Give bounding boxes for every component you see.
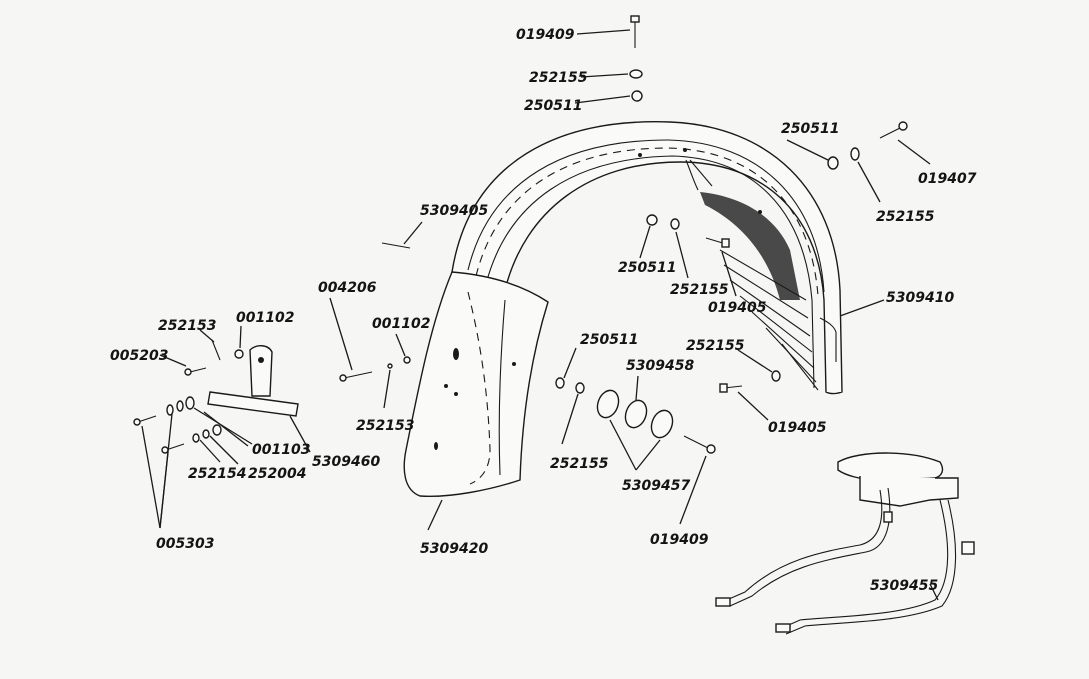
washer-252153-left: [211, 339, 221, 361]
bolt-019405-lower-right: [719, 383, 743, 393]
label-019407-right: 019407: [918, 171, 977, 187]
bolt-019407-right: [879, 121, 908, 139]
label-250511-top: 250511: [524, 98, 582, 114]
leader-lines: [141, 29, 939, 601]
bolt-019405-mid: [705, 237, 730, 248]
label-5309460: 5309460: [312, 454, 380, 470]
rod-5309405: [381, 242, 411, 249]
label-5309457: 5309457: [622, 478, 690, 494]
front-mudguard-part: [403, 271, 549, 498]
label-250511-badge: 250511: [580, 332, 638, 348]
nut-250511-top: [631, 90, 643, 102]
label-252155-lower-right: 252155: [686, 338, 745, 354]
screw-001102-left: [234, 349, 244, 359]
bolt-019409-badge: [683, 435, 716, 454]
stay-5309455: [715, 452, 975, 635]
label-252153-left: 252153: [158, 318, 216, 334]
label-252004: 252004: [248, 466, 306, 482]
bolt-019409-top: [630, 15, 640, 48]
nut-250511-badge: [555, 377, 565, 389]
badge-5309458: [624, 399, 648, 429]
label-5309410: 5309410: [886, 290, 954, 306]
label-004206: 004206: [318, 280, 377, 296]
label-5309458: 5309458: [626, 358, 694, 374]
nut-250511-right: [827, 156, 839, 170]
label-019409-top: 019409: [516, 27, 575, 43]
label-5309455: 5309455: [870, 578, 938, 594]
label-019405-mid: 019405: [708, 300, 767, 316]
small-hardware-cluster: [133, 396, 222, 454]
rear-mudguard-part: [451, 121, 843, 395]
bolt-005203: [184, 367, 207, 376]
label-005203: 005203: [110, 348, 168, 364]
label-019405-lower-right: 019405: [768, 420, 827, 436]
label-005303: 005303: [156, 536, 214, 552]
washer-252153-mid: [387, 363, 393, 369]
label-250511-right: 250511: [781, 121, 839, 137]
label-001103: 001103: [252, 442, 310, 458]
label-019409-badge: 019409: [650, 532, 709, 548]
bracket-5309460: [207, 345, 299, 417]
bolt-004206: [339, 371, 373, 382]
label-252155-top: 252155: [529, 70, 588, 86]
label-250511-mid: 250511: [618, 260, 676, 276]
nut-250511-mid: [646, 214, 658, 226]
washer-252155-right: [850, 147, 860, 161]
washer-252155-badge: [575, 382, 585, 394]
label-252155-mid: 252155: [670, 282, 729, 298]
label-5309405: 5309405: [420, 203, 488, 219]
washer-252155-top: [629, 69, 643, 79]
label-252153-mid: 252153: [356, 418, 414, 434]
part-labels: 019409 252155 250511 250511 019407 25215…: [110, 27, 977, 594]
label-001102-left: 001102: [236, 310, 294, 326]
label-252155-badge: 252155: [550, 456, 609, 472]
label-001102-mid: 001102: [372, 316, 430, 332]
badge-5309457-b: [650, 409, 674, 439]
washer-252155-lower-right: [771, 370, 781, 382]
washer-252155-mid: [670, 218, 680, 230]
label-252154: 252154: [188, 466, 246, 482]
screw-001102-mid: [403, 356, 411, 364]
label-5309420: 5309420: [420, 541, 488, 557]
label-252155-right: 252155: [876, 209, 935, 225]
badge-5309457-a: [596, 389, 620, 419]
